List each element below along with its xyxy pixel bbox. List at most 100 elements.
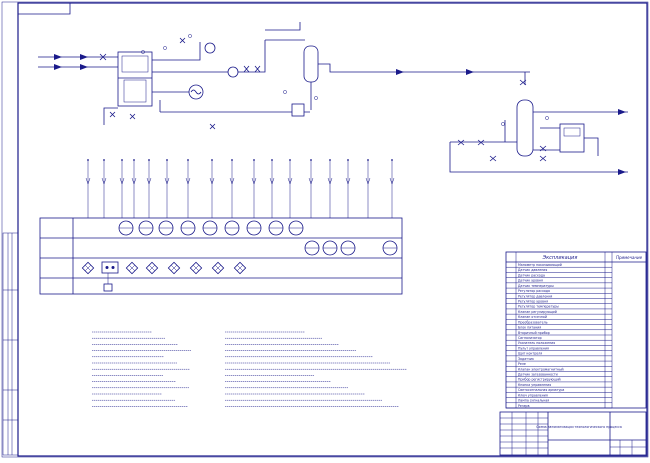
signal-line-14 <box>327 159 333 218</box>
legend-row: Клапан отсечной <box>506 315 612 320</box>
panel-recorder-2 <box>322 240 338 256</box>
signal-line-16 <box>365 159 371 218</box>
signal-line-4 <box>131 159 137 218</box>
legend-row-text: Щит контроля <box>518 352 542 356</box>
legend-row-text: Прибор регистрирующий <box>518 378 561 382</box>
legend-row-text: Клапан отсечной <box>518 315 547 319</box>
panel-indicator-8 <box>268 220 284 236</box>
panel-small-box <box>103 273 113 292</box>
legend-row: Прибор регистрирующий <box>506 378 612 383</box>
legend-row-text: Регулятор давления <box>518 294 552 298</box>
left-margin-stamp <box>2 232 19 456</box>
legend-row: Датчик уровня <box>506 279 612 284</box>
legend-row: Лампа сигнальная <box>506 399 612 404</box>
control-panel-table <box>39 217 403 295</box>
panel-instruments <box>81 220 398 292</box>
panel-indicator-6 <box>224 220 240 236</box>
panel-lamp-4 <box>167 261 181 275</box>
panel-indicator-4 <box>180 220 196 236</box>
panel-recorder-3 <box>340 240 356 256</box>
heat-exchanger <box>117 51 153 107</box>
legend-row: Регулятор температуры <box>506 305 612 310</box>
panel-lamp-3 <box>145 261 159 275</box>
stamp-title: Схема автоматизации технологического про… <box>536 425 622 429</box>
signal-line-10 <box>251 159 257 218</box>
signal-line-13 <box>308 159 314 218</box>
legend-row: Вторичный прибор <box>506 331 612 336</box>
legend-row-text: Ключ управления <box>518 393 548 397</box>
panel-lamp-2 <box>125 261 139 275</box>
signal-line-6 <box>164 159 170 218</box>
legend-row-text: Преобразователь <box>518 320 548 324</box>
legend-row-text: Датчик расхода <box>518 273 545 277</box>
panel-indicator-7 <box>246 220 262 236</box>
legend-row: Клапан регулирующий <box>506 310 612 315</box>
signal-line-15 <box>345 159 351 218</box>
legend-row: Реле <box>506 362 612 367</box>
panel-recorder-1 <box>304 240 320 256</box>
panel-lamp-1 <box>81 261 95 275</box>
legend-row-text: Датчик температуры <box>518 284 554 288</box>
legend-row: Сигнализатор <box>506 336 612 341</box>
signal-line-9 <box>229 159 235 218</box>
legend-row-text: Лампа сигнальная <box>518 399 549 403</box>
legend-row-text: Регулятор температуры <box>518 305 559 309</box>
legend-row: Задатчик <box>506 357 612 362</box>
panel-indicator-1 <box>118 220 134 236</box>
signal-line-8 <box>209 159 215 218</box>
legend-row: Регулятор давления <box>506 294 612 299</box>
pump <box>227 66 239 78</box>
panel-lamp-6 <box>211 261 225 275</box>
legend-row: Регулятор уровня <box>506 300 612 304</box>
legend-row-text: Пульт управления <box>518 346 549 350</box>
legend-row: Регулятор расхода <box>506 289 612 294</box>
legend-row-text: Светосигнальная арматура <box>518 388 564 392</box>
legend-row-text: Манометр показывающий <box>518 263 562 267</box>
signal-line-3 <box>119 159 125 218</box>
panel-lamp-7 <box>233 261 247 275</box>
signal-lines <box>85 159 395 218</box>
legend-row: Пульт управления <box>506 346 612 351</box>
legend-row-text: Датчик давления <box>518 268 547 272</box>
legend-note-header: Примечание <box>616 255 643 260</box>
process-flow <box>38 22 628 175</box>
legend-row-text: Датчик загазованности <box>518 373 558 377</box>
title-block: Схема автоматизации технологического про… <box>499 411 647 456</box>
legend-row-text: Сигнализатор <box>518 336 542 340</box>
legend-row: Датчик давления <box>506 268 612 273</box>
legend-row-text: Датчик уровня <box>518 279 543 283</box>
legend-row-text: Блок питания <box>518 326 541 330</box>
panel-indicator-5 <box>202 220 218 236</box>
legend-row: Светосигнальная арматура <box>506 388 612 393</box>
legend-row-text: Вторичный прибор <box>518 331 550 335</box>
column-vessel <box>516 99 534 157</box>
signal-line-11 <box>269 159 275 218</box>
legend-row-text: Клапан электромагнитный <box>518 367 564 371</box>
signal-line-5 <box>146 159 152 218</box>
control-valve <box>291 103 305 117</box>
legend-row: Датчик загазованности <box>506 373 612 377</box>
panel-indicator-2 <box>138 220 154 236</box>
separator-vessel <box>303 45 319 83</box>
signal-line-2 <box>101 159 107 218</box>
legend-row-text: Регулятор уровня <box>518 300 548 304</box>
panel-recorder-4 <box>382 240 398 256</box>
panel-indicator-3 <box>158 220 174 236</box>
legend-row: Датчик температуры <box>506 284 612 289</box>
panel-key-block <box>101 261 119 274</box>
legend-row-text: Реле <box>518 362 526 366</box>
legend-row: Указатель положения <box>506 341 612 346</box>
signal-line-12 <box>287 159 293 218</box>
legend-row: Датчик расхода <box>506 273 612 278</box>
legend-row-text: Регулятор расхода <box>518 289 550 293</box>
signal-line-17 <box>389 159 395 218</box>
pressure-gauge <box>204 42 216 54</box>
legend-row: Блок питания <box>506 326 612 331</box>
signal-line-1 <box>85 159 91 218</box>
signal-line-7 <box>185 159 191 218</box>
legend-row: Клапан электромагнитный <box>506 367 612 372</box>
